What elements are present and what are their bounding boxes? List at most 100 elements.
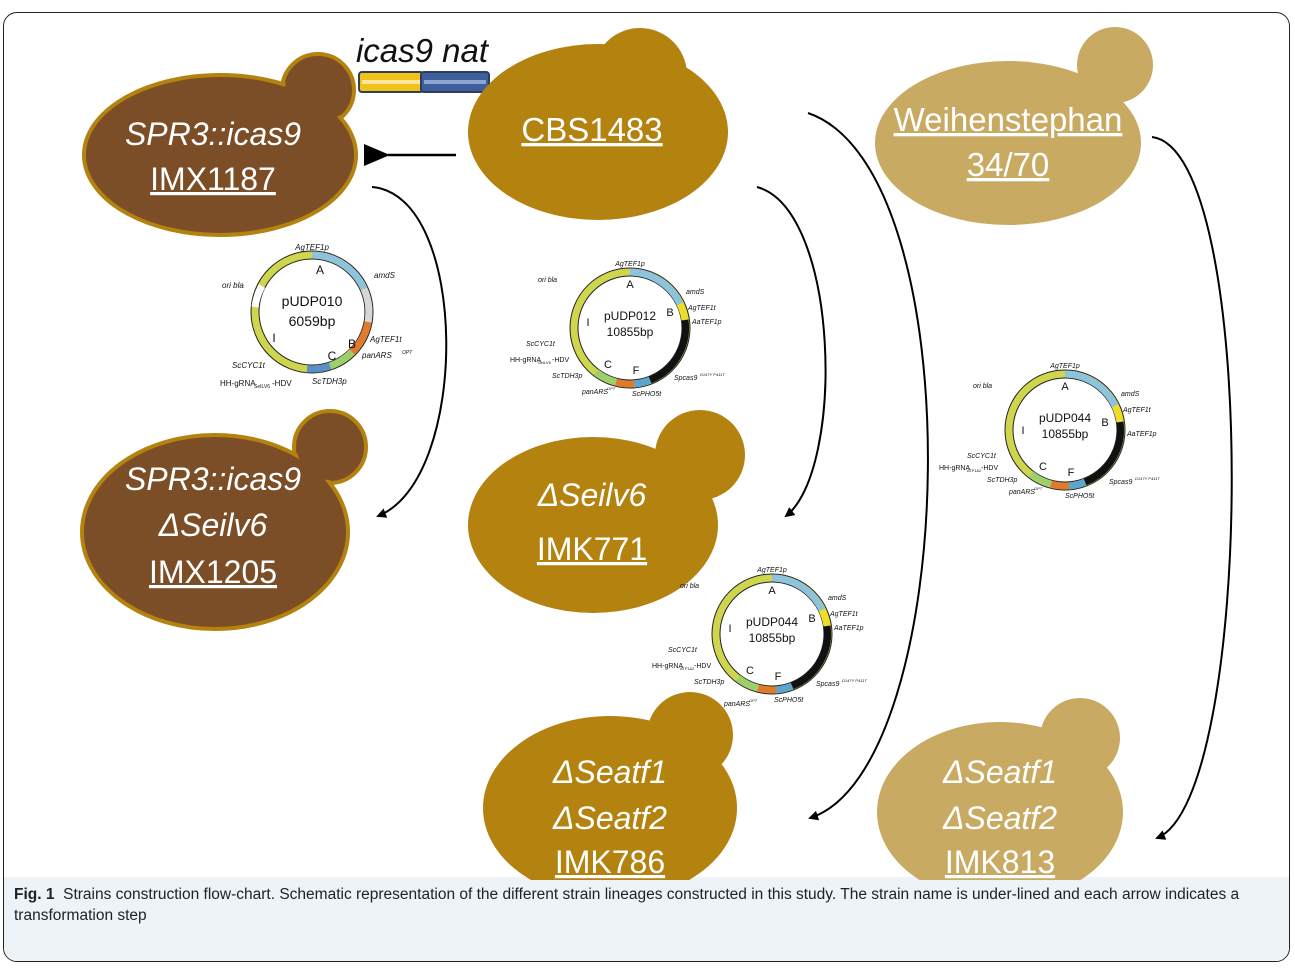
imk786-cell	[483, 716, 737, 880]
caption-background	[4, 877, 1289, 961]
plasmid-label-spcas9_sup: D147Y P411T	[700, 372, 725, 377]
imx1187-cell	[82, 73, 358, 237]
plasmid-label-hh_sub: SeILV6	[538, 360, 552, 365]
cassette-label: icas9 nat	[356, 32, 490, 69]
plasmid-label-name: pUDP044	[746, 615, 798, 629]
plasmid-label-aatef1p: AaTEF1p	[833, 625, 864, 632]
plasmid-label-panars_sup: OPT	[607, 386, 616, 391]
weihenstephan-cell	[875, 61, 1141, 225]
plasmid-label-amds: amdS	[686, 289, 705, 296]
plasmid-label-amds: amdS	[1121, 391, 1140, 398]
plasmid-label-B: B	[808, 613, 815, 625]
plasmid-label-panars_sup: OPT	[402, 350, 413, 356]
imk786-genotype1: ΔSeatf1	[552, 754, 667, 790]
imk786-genotype2: ΔSeatf2	[552, 800, 667, 836]
icas9-nat-cassette: icas9 nat	[356, 32, 490, 93]
plasmid-label-amds: amdS	[828, 595, 847, 602]
plasmid-label-scpho5t: ScPHO5t	[774, 697, 804, 704]
plasmid-label-name: pUDP010	[282, 293, 343, 309]
figure-caption: Fig. 1 Strains construction flow-chart. …	[14, 884, 1276, 926]
plasmid-label-agtef1t: AgTEF1t	[829, 611, 859, 618]
plasmid-label-sccyc1t: ScCYC1t	[526, 341, 556, 348]
plasmid-label-B: B	[348, 337, 356, 351]
plasmid-label-hh_end: -HDV	[981, 465, 998, 472]
plasmid-label-hh: HH-gRNA	[510, 357, 541, 364]
plasmid-label-agtef1t: AgTEF1t	[687, 305, 717, 312]
plasmid-label-hh_end: -HDV	[694, 663, 711, 670]
imx1187-name: IMX1187	[150, 161, 276, 197]
arrow-imx1187-to-imx1205	[371, 186, 448, 518]
plasmid-label-hh_sub: ATF1&2	[967, 468, 982, 473]
plasmid-label-size: 10855bp	[607, 325, 654, 339]
plasmid-label-spcas9: Spcas9	[1109, 479, 1132, 486]
plasmid-pudp012: pUDP012 10855bp A B C F I AgTEF1p amdS A…	[510, 261, 725, 398]
plasmid-label-name: pUDP012	[604, 309, 656, 323]
plasmid-label-oribla: ori bla	[538, 277, 557, 284]
cbs1483-cell	[468, 44, 728, 220]
strain-weihenstephan: Weihenstephan 34/70	[875, 27, 1153, 225]
weihenstephan-name-line2: 34/70	[967, 146, 1050, 183]
plasmid-label-aatef1p: AaTEF1p	[1126, 431, 1157, 438]
plasmid-label-I: I	[272, 331, 275, 345]
imx1205-name: IMX1205	[149, 554, 277, 590]
strain-imk813: ΔSeatf1 ΔSeatf2 IMK813	[877, 698, 1123, 880]
plasmid-label-hh_sub: SeILV6	[254, 384, 270, 390]
figure-frame	[3, 12, 1290, 962]
plasmid-label-spcas9_sup: D147Y P411T	[1135, 476, 1160, 481]
plasmid-label-agtef1t: AgTEF1t	[1122, 407, 1152, 414]
plasmid-pudp010: pUDP010 6059bp A B C I AgTEF1p amdS AgTE…	[220, 243, 413, 390]
plasmid-label-I: I	[1021, 425, 1024, 437]
plasmid-pudp044-right: pUDP044 10855bp A B C F I AgTEF1p amdS A…	[939, 363, 1160, 500]
plasmid-label-B: B	[1101, 417, 1108, 429]
plasmid-label-hh: HH-gRNA	[939, 465, 970, 472]
plasmid-label-name: pUDP044	[1039, 411, 1091, 425]
plasmid-label-sctdh3p: ScTDH3p	[694, 679, 724, 686]
plasmid-label-scpho5t: ScPHO5t	[1065, 493, 1095, 500]
plasmid-label-B: B	[666, 307, 673, 319]
plasmid-label-size: 10855bp	[749, 631, 796, 645]
plasmid-label-C: C	[328, 349, 337, 363]
plasmid-label-I: I	[728, 623, 731, 635]
imk771-cell	[468, 437, 718, 613]
plasmid-label-agtef1p: AgTEF1p	[756, 567, 787, 574]
plasmid-label-aatef1p: AaTEF1p	[691, 319, 722, 326]
plasmid-label-A: A	[626, 279, 634, 291]
plasmid-label-panars: panARS	[581, 389, 608, 396]
imk813-genotype2: ΔSeatf2	[942, 800, 1057, 836]
plasmid-label-spcas9: Spcas9	[674, 375, 697, 382]
strain-diagram: icas9 nat CBS1483 Weihenstephan 34/70 SP…	[80, 27, 1233, 880]
strain-imk771: ΔSeilv6 IMK771	[468, 410, 745, 613]
caption-label: Fig. 1	[14, 886, 55, 903]
cbs1483-name: CBS1483	[521, 111, 662, 148]
imx1205-cell	[80, 433, 350, 631]
arrow-cbs-to-imk786	[807, 112, 929, 821]
plasmid-label-sccyc1t: ScCYC1t	[232, 361, 266, 370]
caption-text: Strains construction flow-chart. Schemat…	[14, 886, 1240, 924]
plasmid-label-oribla: ori bla	[680, 583, 699, 590]
plasmid-label-sctdh3p: ScTDH3p	[987, 477, 1017, 484]
imk813-name: IMK813	[945, 844, 1055, 880]
plasmid-label-oribla: ori bla	[222, 281, 244, 290]
plasmid-label-oribla: ori bla	[973, 383, 992, 390]
plasmid-label-spcas9: Spcas9	[816, 681, 839, 688]
plasmid-label-A: A	[1061, 381, 1069, 393]
plasmid-label-size: 6059bp	[289, 313, 336, 329]
plasmid-label-A: A	[768, 585, 776, 597]
plasmid-label-sctdh3p: ScTDH3p	[552, 373, 582, 380]
plasmid-label-size: 10855bp	[1042, 427, 1089, 441]
plasmid-label-sccyc1t: ScCYC1t	[967, 453, 997, 460]
plasmid-label-hh: HH-gRNA	[652, 663, 683, 670]
plasmid-label-A: A	[316, 263, 324, 277]
plasmid-label-amds: amdS	[374, 271, 396, 280]
plasmid-label-C: C	[746, 665, 754, 677]
imx1205-genotype1: SPR3::icas9	[125, 461, 301, 497]
plasmid-label-agtef1p: AgTEF1p	[294, 243, 329, 252]
plasmid-label-hh: HH-gRNA	[220, 379, 256, 388]
plasmid-label-C: C	[604, 359, 612, 371]
strain-imx1205: SPR3::icas9 ΔSeilv6 IMX1205	[80, 409, 368, 631]
plasmid-label-agtef1t: AgTEF1t	[369, 335, 402, 344]
plasmid-label-panars_sup: OPT	[749, 698, 758, 703]
plasmid-label-panars: panARS	[1008, 489, 1035, 496]
arrows	[364, 112, 1233, 840]
plasmid-label-agtef1p: AgTEF1p	[1049, 363, 1080, 370]
